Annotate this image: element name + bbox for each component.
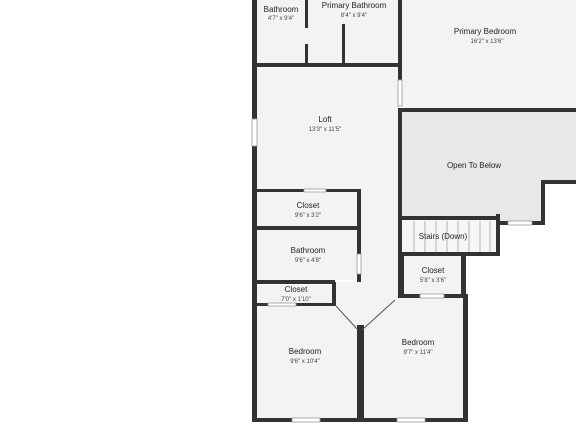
floor-bathroom bbox=[257, 230, 358, 280]
floor-stairs bbox=[402, 220, 498, 252]
doors bbox=[335, 299, 396, 331]
wall-bedroom-right-west bbox=[360, 325, 364, 421]
wall-open-below-west bbox=[398, 108, 402, 298]
wall-closet-right-west bbox=[400, 254, 404, 298]
floor-closet-right bbox=[402, 256, 463, 294]
wall-bathroom-bottom bbox=[257, 280, 335, 284]
wall-primary-bath-east bbox=[398, 0, 402, 80]
wall-stairs-top bbox=[402, 216, 498, 220]
wall-closet-loft-east bbox=[357, 189, 361, 229]
floor-hall bbox=[333, 282, 400, 330]
window-bathroom-door bbox=[356, 253, 362, 275]
door-bedroom-left bbox=[335, 305, 359, 331]
room-dims-closet-left: 7'0" x 1'10" bbox=[281, 297, 311, 303]
wall-bedroom-left-east bbox=[357, 325, 361, 421]
floor-loft-lower bbox=[360, 190, 400, 282]
wall-primary-bath-inner bbox=[342, 24, 345, 64]
window-closet-right-door bbox=[419, 293, 445, 299]
wall-closet-loft-bottom bbox=[257, 226, 361, 230]
room-dims-bathroom: 9'6" x 4'8" bbox=[295, 258, 321, 264]
wall-bathroom2-east bbox=[305, 0, 308, 28]
room-name-bathroom: Bathroom bbox=[291, 246, 326, 255]
door-bedroom-right bbox=[361, 299, 396, 331]
window-closet-left-door bbox=[267, 302, 297, 307]
room-dims-bedroom-left: 9'6" x 10'4" bbox=[290, 359, 320, 365]
room-dims-closet-right: 5'8" x 3'6" bbox=[420, 278, 446, 284]
wall-open-below-step-v bbox=[541, 180, 545, 225]
floor-primary-bathroom bbox=[307, 0, 400, 64]
floor-fills bbox=[257, 0, 576, 419]
stair-treads bbox=[413, 221, 491, 252]
wall-bathrooms-bottom bbox=[257, 63, 402, 67]
room-name-open-to-below: Open To Below bbox=[447, 161, 501, 170]
room-name-closet-loft: Closet bbox=[297, 201, 320, 210]
room-name-closet-right: Closet bbox=[422, 266, 445, 275]
room-name-primary-bedroom: Primary Bedroom bbox=[454, 27, 517, 36]
room-name-loft: Loft bbox=[318, 115, 332, 124]
room-dims-primary-bedroom: 16'2" x 13'6" bbox=[471, 39, 504, 45]
room-dims-loft: 13'3" x 11'5" bbox=[309, 127, 341, 133]
room-name-bedroom-left: Bedroom bbox=[289, 347, 322, 356]
wall-stairs-bottom bbox=[400, 252, 500, 256]
room-dims-bedroom-right: 9'7" x 11'4" bbox=[403, 350, 432, 356]
windows bbox=[251, 79, 533, 423]
wall-closet-left-east bbox=[332, 282, 336, 306]
wall-primary-bed-bottom bbox=[398, 108, 576, 112]
floor-bedroom-left bbox=[257, 305, 358, 419]
room-name-bedroom-right: Bedroom bbox=[402, 338, 435, 347]
floor-closet-loft bbox=[257, 192, 358, 226]
wall-bathroom2-east-low bbox=[305, 44, 308, 64]
room-dims-primary-bathroom: 8'4" x 9'4" bbox=[341, 13, 367, 19]
floor-bedroom-right bbox=[362, 296, 463, 419]
window-bedroom-right-south bbox=[396, 417, 426, 423]
room-dims-bathroom2: 4'7" x 9'4" bbox=[268, 16, 294, 22]
floor-open-to-below bbox=[402, 112, 576, 222]
window-closet-loft-door bbox=[303, 188, 327, 193]
wall-open-below-step-h bbox=[541, 180, 576, 184]
wall-closet-right-east bbox=[461, 254, 466, 298]
wall-left-exterior bbox=[252, 0, 257, 422]
wall-stairs-east bbox=[496, 214, 500, 256]
floor-loft bbox=[257, 68, 400, 190]
floor-bathroom2 bbox=[257, 0, 307, 64]
room-name-primary-bathroom: Primary Bathroom bbox=[322, 1, 387, 10]
room-dims-closet-loft: 9'6" x 3'2" bbox=[295, 213, 321, 219]
window-primary-bath-east bbox=[397, 79, 403, 107]
wall-bedroom-right-east bbox=[463, 294, 468, 422]
window-open-below-south bbox=[507, 220, 533, 226]
room-name-bathroom2: Bathroom bbox=[264, 5, 299, 14]
room-labels: Bathroom 4'7" x 9'4" Primary Bathroom 8'… bbox=[264, 1, 517, 365]
window-loft-west bbox=[251, 118, 258, 147]
room-name-closet-left: Closet bbox=[285, 285, 308, 294]
window-bedroom-left-south bbox=[291, 417, 321, 423]
floor-closet-left bbox=[257, 285, 333, 303]
room-name-stairs: Stairs (Down) bbox=[419, 232, 468, 241]
floor-primary-bedroom bbox=[402, 0, 576, 109]
